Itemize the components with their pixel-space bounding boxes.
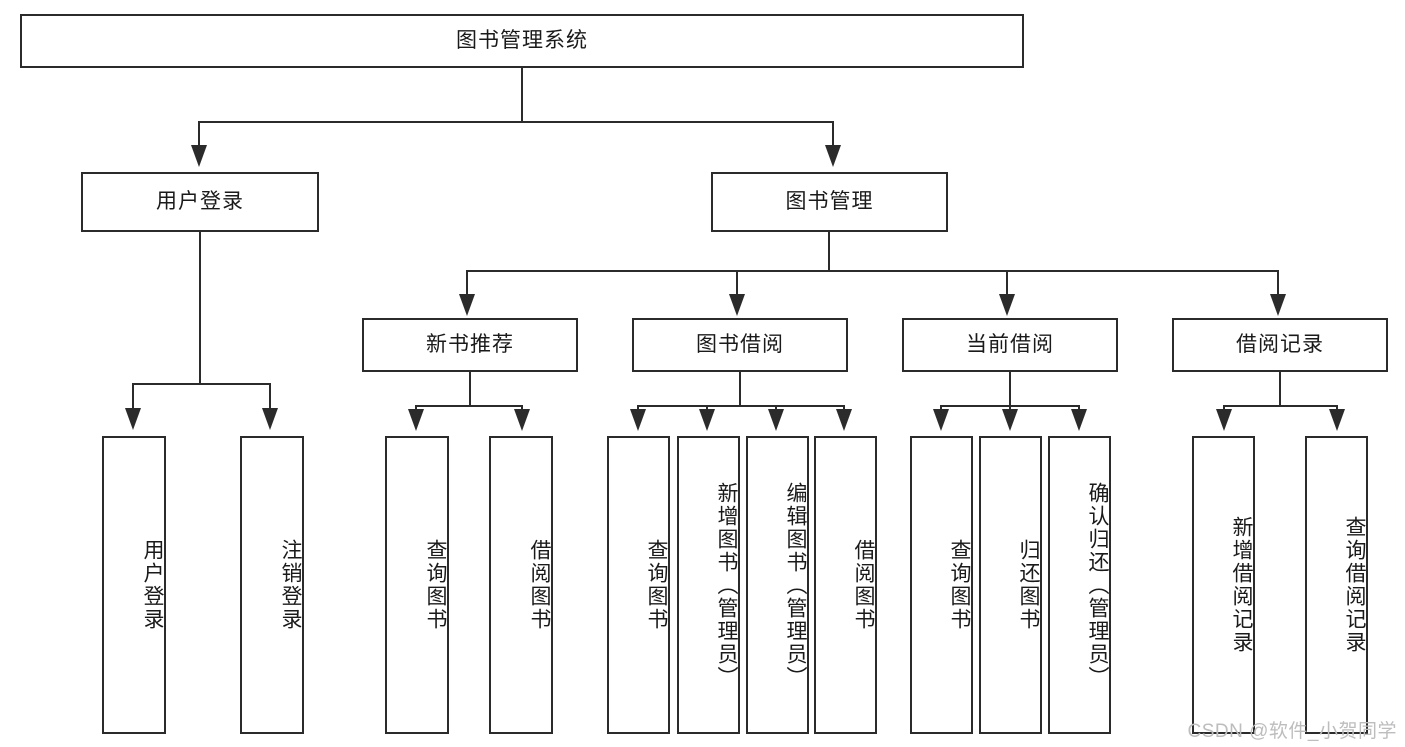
connector-bb-to-leaf-4 [843, 405, 845, 409]
connector-book-borrow-stem [739, 372, 741, 406]
arrow-user-login-to-leaf-2 [262, 408, 278, 430]
node-label: 编辑图书（管理员） [784, 481, 807, 689]
arrow-bb-to-leaf-4 [836, 409, 852, 431]
leaf-confirm-return-admin[interactable]: 确认归还（管理员） [1048, 436, 1111, 734]
leaf-query-book-current[interactable]: 查询图书 [910, 436, 973, 734]
node-current-borrow[interactable]: 当前借阅 [902, 318, 1118, 372]
arrow-cb-to-leaf-1 [933, 409, 949, 431]
node-label: 图书借阅 [696, 333, 784, 357]
connector-br-to-leaf-2 [1336, 405, 1338, 409]
node-label: 归还图书 [1017, 539, 1040, 631]
arrow-bb-to-leaf-2 [699, 409, 715, 431]
connector-user-login-to-leaf-2 [269, 383, 271, 408]
leaf-logout[interactable]: 注销登录 [240, 436, 304, 734]
connector-root-bus [198, 121, 834, 123]
connector-book-management-stem [828, 232, 830, 271]
connector-bm-to-borrow-record [1277, 270, 1279, 294]
connector-root-to-book-management [832, 121, 834, 145]
connector-br-to-leaf-1 [1223, 405, 1225, 409]
connector-bb-to-leaf-3 [775, 405, 777, 409]
arrow-bm-to-borrow-record [1270, 294, 1286, 316]
connector-bm-to-book-borrow [736, 270, 738, 294]
arrow-root-to-book-management [825, 145, 841, 167]
connector-book-borrow-bus [637, 405, 845, 407]
connector-root-stem [521, 68, 523, 122]
connector-borrow-record-stem [1279, 372, 1281, 406]
leaf-edit-book-admin[interactable]: 编辑图书（管理员） [746, 436, 809, 734]
node-label: 借阅图书 [528, 539, 551, 631]
node-book-management[interactable]: 图书管理 [711, 172, 948, 232]
connector-new-book-bus [415, 405, 523, 407]
node-label: 借阅记录 [1236, 333, 1324, 357]
connector-cb-to-leaf-2 [1009, 405, 1011, 409]
arrow-root-to-user-login [191, 145, 207, 167]
leaf-borrow-book[interactable]: 借阅图书 [814, 436, 877, 734]
leaf-query-book-recommend[interactable]: 查询图书 [385, 436, 449, 734]
leaf-query-borrow-record[interactable]: 查询借阅记录 [1305, 436, 1368, 734]
arrow-cb-to-leaf-2 [1002, 409, 1018, 431]
node-label: 查询图书 [424, 539, 447, 631]
connector-bb-to-leaf-1 [637, 405, 639, 409]
arrow-br-to-leaf-1 [1216, 409, 1232, 431]
connector-bb-to-leaf-2 [706, 405, 708, 409]
connector-nb-to-leaf-1 [415, 405, 417, 409]
node-label: 借阅图书 [852, 539, 875, 631]
connector-new-book-stem [469, 372, 471, 406]
arrow-nb-to-leaf-2 [514, 409, 530, 431]
connector-book-management-bus [466, 270, 1277, 272]
node-label: 用户登录 [156, 190, 244, 214]
node-label: 图书管理系统 [456, 29, 588, 53]
connector-nb-to-leaf-2 [521, 405, 523, 409]
arrow-bb-to-leaf-3 [768, 409, 784, 431]
connector-user-login-bus [132, 383, 269, 385]
connector-current-borrow-stem [1009, 372, 1011, 406]
leaf-return-book[interactable]: 归还图书 [979, 436, 1042, 734]
connector-cb-to-leaf-3 [1078, 405, 1080, 409]
node-book-borrow[interactable]: 图书借阅 [632, 318, 848, 372]
leaf-borrow-book-recommend[interactable]: 借阅图书 [489, 436, 553, 734]
connector-user-login-to-leaf-1 [132, 383, 134, 408]
connector-bm-to-current-borrow [1006, 270, 1008, 294]
node-label: 查询图书 [645, 539, 668, 631]
node-label: 注销登录 [279, 539, 302, 631]
node-user-login[interactable]: 用户登录 [81, 172, 319, 232]
arrow-bm-to-new-book [459, 294, 475, 316]
arrow-bb-to-leaf-1 [630, 409, 646, 431]
arrow-bm-to-current-borrow [999, 294, 1015, 316]
node-label: 图书管理 [785, 190, 874, 214]
arrow-user-login-to-leaf-1 [125, 408, 141, 430]
arrow-nb-to-leaf-1 [408, 409, 424, 431]
arrow-cb-to-leaf-3 [1071, 409, 1087, 431]
arrow-br-to-leaf-2 [1329, 409, 1345, 431]
node-label: 查询图书 [948, 539, 971, 631]
leaf-add-book-admin[interactable]: 新增图书（管理员） [677, 436, 740, 734]
node-label: 当前借阅 [966, 333, 1054, 357]
connector-borrow-record-bus [1223, 405, 1338, 407]
node-label: 新增图书（管理员） [715, 481, 738, 689]
connector-bm-to-new-book [466, 270, 468, 294]
node-label: 用户登录 [141, 539, 164, 631]
node-label: 新增借阅记录 [1230, 516, 1253, 654]
leaf-add-borrow-record[interactable]: 新增借阅记录 [1192, 436, 1255, 734]
connector-root-to-user-login [198, 121, 200, 145]
leaf-user-login[interactable]: 用户登录 [102, 436, 166, 734]
node-label: 新书推荐 [426, 333, 514, 357]
connector-user-login-stem [199, 232, 201, 384]
node-label: 查询借阅记录 [1343, 516, 1366, 654]
node-root-book-management-system[interactable]: 图书管理系统 [20, 14, 1024, 68]
watermark-text: CSDN @软件_小贺同学 [1187, 721, 1397, 742]
arrow-bm-to-book-borrow [729, 294, 745, 316]
connector-cb-to-leaf-1 [940, 405, 942, 409]
node-label: 确认归还（管理员） [1086, 481, 1109, 689]
node-borrow-record[interactable]: 借阅记录 [1172, 318, 1388, 372]
node-new-book-recommend[interactable]: 新书推荐 [362, 318, 578, 372]
leaf-query-book-borrow[interactable]: 查询图书 [607, 436, 670, 734]
